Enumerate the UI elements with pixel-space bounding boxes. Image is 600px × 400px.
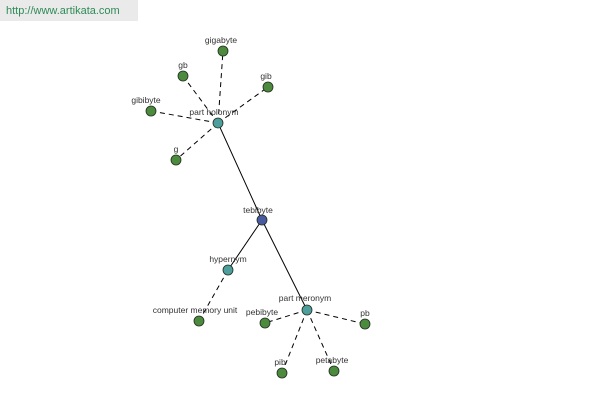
node-hypernym[interactable] (222, 264, 234, 276)
edge-part-meronym-pebibyte (264, 309, 308, 324)
edge-tebibyte-part-holonym (217, 122, 263, 221)
node-pb[interactable] (359, 318, 371, 330)
label-part-meronym[interactable]: part meronym (279, 293, 331, 303)
node-computer-memory-unit[interactable] (193, 315, 205, 327)
edge-part-holonym-gib (217, 86, 269, 124)
edge-part-meronym-pb (306, 309, 366, 325)
edge-tebibyte-part-meronym (261, 219, 308, 311)
edge-hypernym-computer-memory-unit (198, 269, 229, 322)
node-part-holonym[interactable] (212, 117, 224, 129)
node-g[interactable] (170, 154, 182, 166)
label-petabyte[interactable]: petabyte (316, 355, 349, 365)
edge-part-holonym-gigabyte (217, 50, 224, 124)
edge-part-meronym-pib (281, 309, 308, 374)
node-gib[interactable] (262, 81, 274, 93)
edge-part-meronym-petabyte (306, 309, 335, 372)
label-part-holonym[interactable]: part holonym (189, 107, 238, 117)
edge-part-holonym-g (175, 122, 219, 161)
edge-tebibyte-hypernym (227, 219, 263, 271)
node-part-meronym[interactable] (301, 304, 313, 316)
label-g[interactable]: g (174, 144, 179, 154)
edge-part-holonym-gb (182, 75, 219, 124)
node-petabyte[interactable] (328, 365, 340, 377)
edges (150, 50, 366, 374)
node-pib[interactable] (276, 367, 288, 379)
label-gibibyte[interactable]: gibibyte (131, 95, 161, 105)
label-gib[interactable]: gib (260, 71, 272, 81)
node-tebibyte[interactable] (256, 214, 268, 226)
label-computer-memory-unit[interactable]: computer memory unit (153, 305, 238, 315)
edge-part-holonym-gibibyte (150, 110, 219, 124)
label-gigabyte[interactable]: gigabyte (205, 35, 237, 45)
site-link[interactable]: http://www.artikata.com (6, 4, 120, 17)
node-gigabyte[interactable] (217, 45, 229, 57)
node-gb[interactable] (177, 70, 189, 82)
node-gibibyte[interactable] (145, 105, 157, 117)
url-banner: http://www.artikata.com (0, 0, 138, 21)
label-pb[interactable]: pb (360, 308, 370, 318)
label-tebibyte[interactable]: tebibyte (243, 205, 273, 215)
nodes (145, 45, 371, 379)
label-hypernym[interactable]: hypernym (209, 254, 246, 264)
label-gb[interactable]: gb (178, 60, 188, 70)
labels: tebibyte part holonym hypernym part mero… (131, 35, 370, 367)
label-pib[interactable]: pib (274, 357, 286, 367)
node-pebibyte[interactable] (259, 317, 271, 329)
label-pebibyte[interactable]: pebibyte (246, 307, 278, 317)
